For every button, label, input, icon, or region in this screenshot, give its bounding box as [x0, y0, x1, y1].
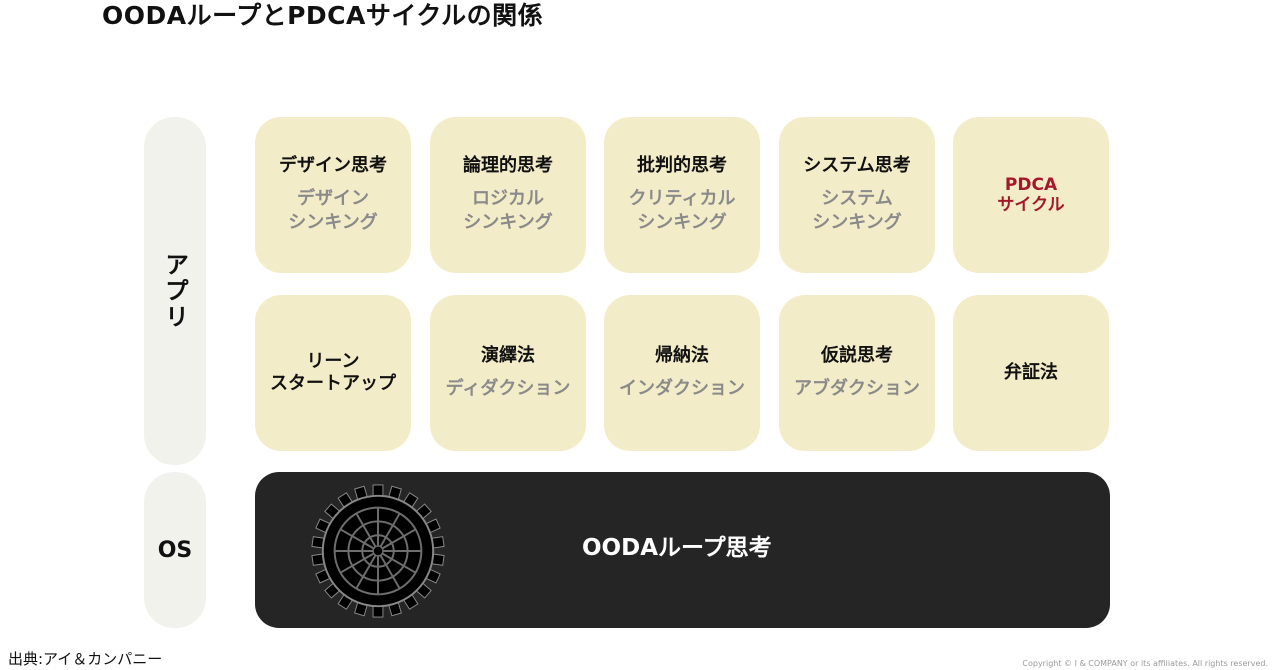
- card-critical-thinking: 批判的思考 クリティカル シンキング: [604, 117, 760, 273]
- card-subtitle: ディダクション: [445, 378, 571, 399]
- card-subtitle: クリティカル シンキング: [628, 188, 736, 233]
- gear-spoke: [339, 552, 375, 574]
- card-design-thinking: デザイン思考 デザイン シンキング: [255, 117, 411, 273]
- gear-spoke: [379, 512, 401, 548]
- card-title: デザイン思考: [279, 155, 387, 176]
- card-systems-thinking: システム思考 システム シンキング: [779, 117, 935, 273]
- card-abduction: 仮説思考 アブダクション: [779, 295, 935, 451]
- card-title: 仮説思考: [821, 345, 893, 366]
- gear-spoke: [355, 512, 377, 548]
- card-induction: 帰納法 インダクション: [604, 295, 760, 451]
- card-lean-startup: リーン スタートアップ: [255, 295, 411, 451]
- card-title: システム思考: [803, 155, 911, 176]
- card-title: 論理的思考: [463, 155, 553, 176]
- card-title: 演繹法: [481, 345, 535, 366]
- card-pdca-cycle: PDCA サイクル: [953, 117, 1109, 273]
- card-logical-thinking: 論理的思考 ロジカル シンキング: [430, 117, 586, 273]
- card-title: リーン スタートアップ: [270, 351, 396, 394]
- app-layer-text: アプリ: [160, 252, 189, 330]
- card-title: PDCA サイクル: [997, 175, 1065, 215]
- os-layer-text: OS: [157, 537, 193, 563]
- card-deduction: 演繹法 ディダクション: [430, 295, 586, 451]
- gear-spoke: [339, 528, 375, 550]
- copyright-note: Copyright © I & COMPANY or its affiliate…: [1022, 659, 1268, 668]
- gear-icon: [311, 484, 445, 618]
- source-note: 出典:アイ＆カンパニー: [8, 650, 163, 668]
- app-layer-label: アプリ: [144, 117, 206, 465]
- card-title: 批判的思考: [637, 155, 727, 176]
- os-layer-label: OS: [144, 472, 206, 628]
- gear-spoke: [379, 554, 401, 590]
- card-title: 帰納法: [655, 345, 709, 366]
- page-title: OODAループとPDCAサイクルの関係: [102, 1, 544, 30]
- gear-spoke: [355, 554, 377, 590]
- card-title: 弁証法: [1004, 362, 1058, 383]
- card-subtitle: インダクション: [619, 378, 745, 399]
- card-subtitle: システム シンキング: [812, 188, 902, 233]
- os-layer-title: OODAループ思考: [582, 535, 772, 561]
- card-dialectic: 弁証法: [953, 295, 1109, 451]
- card-subtitle: ロジカル シンキング: [463, 188, 553, 233]
- gear-spoke: [381, 528, 417, 550]
- gear-spoke: [381, 552, 417, 574]
- card-subtitle: デザイン シンキング: [288, 188, 378, 233]
- card-subtitle: アブダクション: [794, 378, 920, 399]
